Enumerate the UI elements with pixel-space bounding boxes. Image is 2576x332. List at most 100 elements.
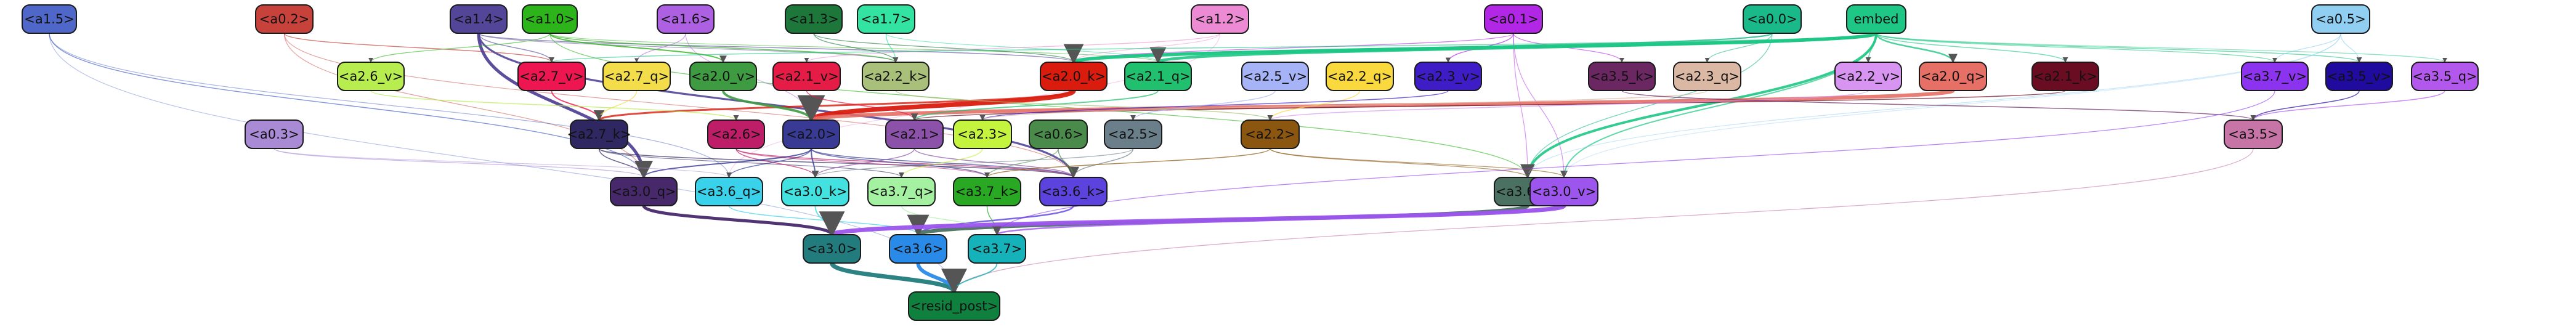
node-a3-5[interactable]: <a3.5> (2224, 119, 2283, 149)
node-box (255, 4, 314, 34)
node-a1-5[interactable]: <a1.5> (22, 4, 77, 34)
node-a3-7-q[interactable]: <a3.7_q> (867, 177, 936, 206)
node-a2-7-q[interactable]: <a2.7_q> (602, 62, 671, 91)
node-box (782, 119, 840, 149)
node-a2-1-v[interactable]: <a2.1_v> (772, 62, 841, 91)
edge-a3_0_v-to-a3_7 (992, 204, 1565, 236)
node-a0-3[interactable]: <a0.3> (245, 119, 304, 149)
edge-a1_0-to-a2_0_v (549, 33, 727, 63)
node-box (22, 4, 77, 34)
edge-embed-to-a3_6_v (1520, 33, 1877, 179)
node-a2-0[interactable]: <a2.0> (782, 119, 840, 149)
edge-a2_1_v-to-a2_1 (806, 90, 917, 121)
node-box (885, 119, 944, 149)
node-a3-0-q[interactable]: <a3.0_q> (610, 177, 678, 206)
node-a2-1-q[interactable]: <a2.1_q> (1124, 62, 1192, 91)
node-label: <a2.7_v> (519, 69, 583, 84)
node-box (785, 4, 843, 34)
node-box (2311, 4, 2370, 34)
node-a2-0-q[interactable]: <a2.0_q> (1919, 62, 1987, 91)
node-box (1529, 177, 1598, 206)
node-a2-6[interactable]: <a2.6> (707, 119, 765, 149)
node-a2-2-q[interactable]: <a2.2_q> (1326, 62, 1394, 91)
node-a3-7-v[interactable]: <a3.7_v> (2241, 62, 2309, 91)
node-embed[interactable]: embed (1846, 4, 1906, 34)
edge-a3_5_k-to-a3_5 (1621, 90, 2256, 121)
node-label: <a2.2_q> (1327, 69, 1392, 84)
node-box (689, 62, 757, 91)
node-a3-0[interactable]: <a3.0> (803, 234, 861, 264)
node-a2-1[interactable]: <a2.1> (885, 119, 944, 149)
node-label: <a1.5> (24, 12, 74, 26)
node-label: <a2.2_k> (864, 69, 928, 84)
edge-a0_2-to-a2_7_v (283, 33, 554, 63)
edge-a2_3-to-a3_7_q (899, 148, 983, 178)
node-a1-4[interactable]: <a1.4> (450, 4, 508, 34)
node-box (1124, 62, 1192, 91)
node-label: <a3.7_k> (955, 184, 1019, 200)
node-a2-5[interactable]: <a2.5> (1104, 119, 1162, 149)
node-label: <a2.5_v> (1243, 69, 1307, 84)
node-box (1484, 4, 1543, 34)
node-label: <a1.6> (660, 12, 710, 26)
node-a0-6[interactable]: <a0.6> (1029, 119, 1088, 149)
edge-a1_4-to-a2_2_k (478, 33, 898, 63)
node-a1-0[interactable]: <a1.0> (522, 4, 578, 34)
node-box (1834, 62, 1902, 91)
node-a0-5[interactable]: <a0.5> (2311, 4, 2370, 34)
edge-a2_0_k-to-a2_0 (798, 88, 1076, 123)
node-a2-0-k[interactable]: <a2.0_k> (1040, 62, 1108, 91)
node-a3-5-v[interactable]: <a3.5_v> (2325, 62, 2393, 91)
node-label: embed (1854, 12, 1899, 26)
node-a2-3[interactable]: <a2.3> (953, 119, 1012, 149)
node-a2-3-v[interactable]: <a2.3_v> (1414, 62, 1482, 91)
node-a1-3[interactable]: <a1.3> (785, 4, 843, 34)
node-a0-0[interactable]: <a0.0> (1743, 4, 1802, 34)
node-a2-7-k[interactable]: <a2.7_k> (567, 119, 631, 149)
edge-layer (49, 31, 2447, 295)
node-a2-3-q[interactable]: <a2.3_q> (1673, 62, 1741, 91)
edge-a0_2-to-a3_0_q (283, 33, 646, 178)
node-a1-6[interactable]: <a1.6> (657, 4, 715, 34)
node-a2-7-v[interactable]: <a2.7_v> (517, 62, 586, 91)
node-box (1414, 62, 1482, 91)
edge-a2_2_v-to-a2_2 (1267, 90, 1869, 121)
node-box (1241, 119, 1300, 149)
node-box (1104, 119, 1162, 149)
node-a2-2-v[interactable]: <a2.2_v> (1834, 62, 1902, 91)
edge-a2_1_k-to-a2_1 (912, 90, 2066, 121)
node-a3-6-k[interactable]: <a3.6_k> (1039, 177, 1108, 206)
edge-a2_1-to-a3_6_k (913, 148, 1076, 178)
node-a3-5-q[interactable]: <a3.5_q> (2411, 62, 2479, 91)
node-a2-5-v[interactable]: <a2.5_v> (1241, 62, 1309, 91)
node-a2-0-v[interactable]: <a2.0_v> (689, 62, 757, 91)
node-layer: <a1.5> <a0.2> <a1.4> <a1.0> <a1.6> <a1.3> <a1.… (22, 4, 2479, 321)
node-box (245, 119, 304, 149)
node-label: <a2.0_q> (1921, 69, 1985, 84)
node-box (857, 4, 915, 34)
node-a2-2-k[interactable]: <a2.2_k> (862, 62, 930, 91)
node-a1-2[interactable]: <a1.2> (1191, 4, 1249, 34)
node-a2-6-v[interactable]: <a2.6_v> (337, 62, 405, 91)
node-a3-5-k[interactable]: <a3.5_k> (1588, 62, 1656, 91)
node-a3-7[interactable]: <a3.7> (968, 234, 1026, 264)
node-resid-post[interactable]: <resid_post> (908, 291, 1000, 321)
node-box (657, 4, 715, 34)
node-a3-6-q[interactable]: <a3.6_q> (695, 177, 763, 206)
node-a3-6[interactable]: <a3.6> (889, 234, 947, 264)
node-a0-1[interactable]: <a0.1> (1484, 4, 1543, 34)
node-label: <a2.7_q> (604, 69, 669, 84)
node-a2-2[interactable]: <a2.2> (1241, 119, 1300, 149)
node-label: <a2.6_v> (339, 69, 403, 84)
node-a3-7-k[interactable]: <a3.7_k> (953, 177, 1021, 206)
edge-a2_0_k-to-a2_7_k (594, 89, 1075, 121)
node-a2-1-k[interactable]: <a2.1_k> (2031, 62, 2099, 91)
edge-a1_7-to-a2_2_k (885, 33, 899, 63)
node-a3-0-k[interactable]: <a3.0_k> (781, 177, 849, 206)
node-a3-0-v[interactable]: <a3.0_v> (1529, 177, 1598, 206)
node-a0-2[interactable]: <a0.2> (255, 4, 314, 34)
node-label: <a0.1> (1488, 12, 1538, 26)
node-label: <a2.3_q> (1675, 69, 1740, 84)
node-a1-7[interactable]: <a1.7> (857, 4, 915, 34)
edge-a2_2-to-a3_0_v (1270, 148, 1566, 178)
